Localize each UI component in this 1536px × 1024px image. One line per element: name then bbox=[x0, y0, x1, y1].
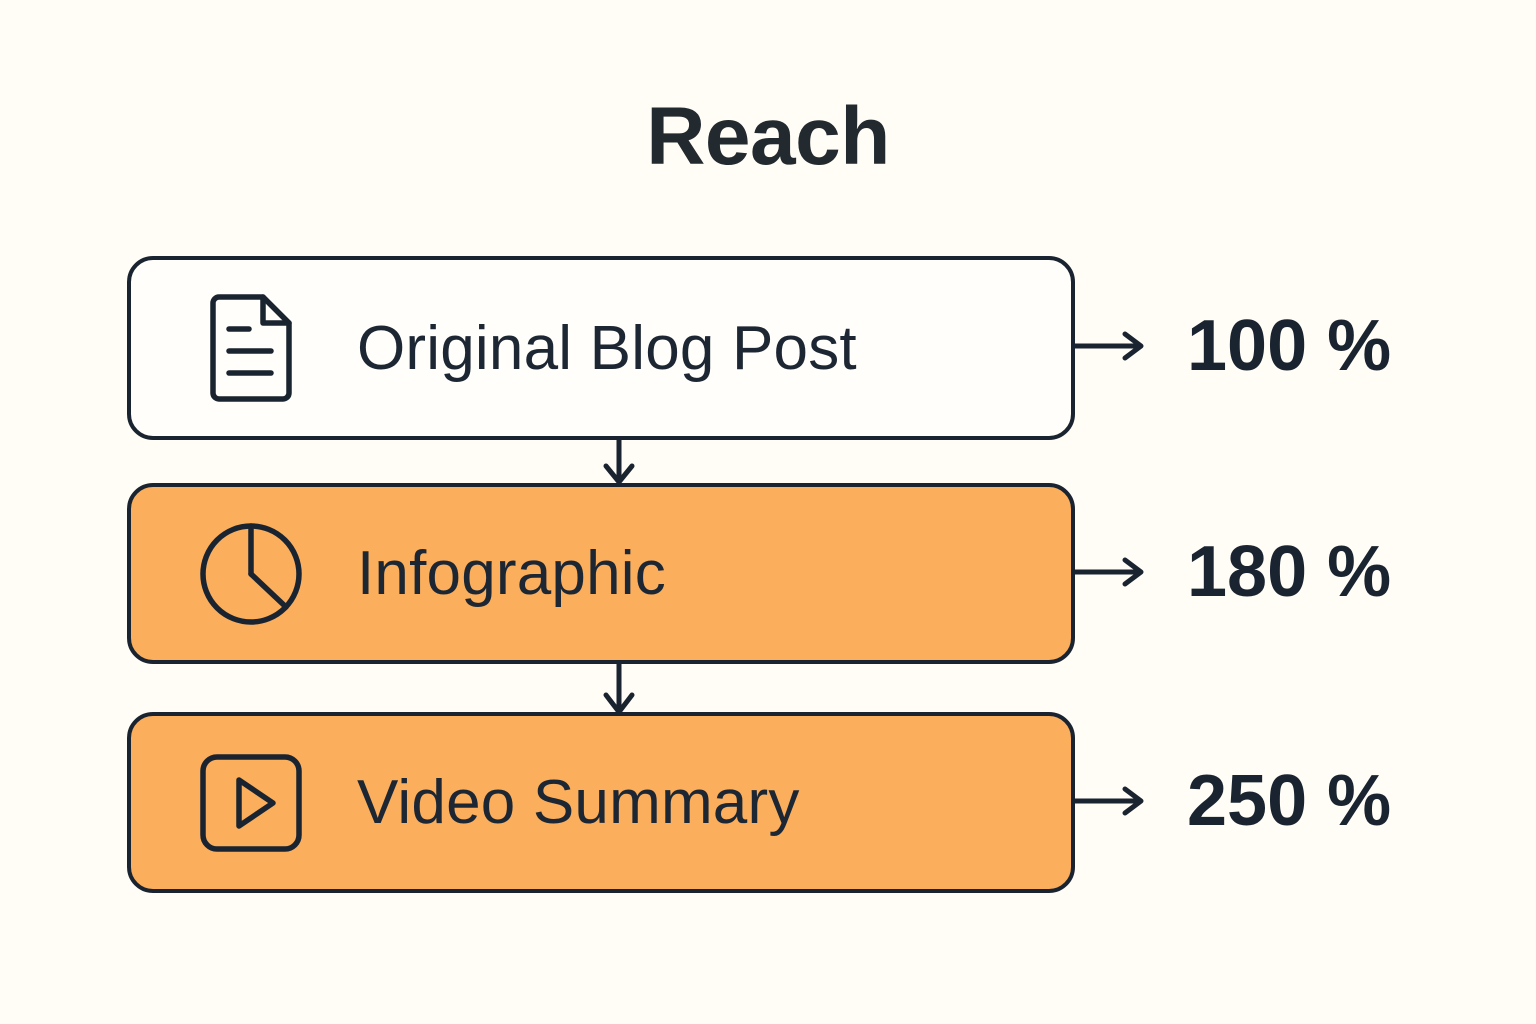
metric-value: 250 % bbox=[1187, 761, 1392, 841]
step-label: Video Summary bbox=[357, 768, 800, 837]
flow-step-video-summary[interactable]: Video Summary bbox=[127, 712, 1075, 893]
step-label: Infographic bbox=[357, 539, 666, 608]
arrow-right-icon bbox=[1072, 555, 1149, 594]
flow-step-original-blog-post[interactable]: Original Blog Post bbox=[127, 256, 1075, 440]
connector-infographic-to-video bbox=[601, 661, 637, 719]
step-box-original-blog-post[interactable]: Original Blog Post bbox=[127, 256, 1075, 440]
flow-step-infographic[interactable]: Infographic bbox=[127, 483, 1075, 664]
arrow-right-icon bbox=[1072, 329, 1149, 368]
pie-chart-icon bbox=[200, 518, 302, 630]
page-title: Reach bbox=[646, 91, 890, 182]
step-label: Original Blog Post bbox=[357, 313, 857, 383]
step-box-video-summary[interactable]: Video Summary bbox=[127, 712, 1075, 893]
connector-blog-to-infographic bbox=[601, 437, 637, 489]
metric-value: 180 % bbox=[1187, 532, 1392, 612]
arrow-right-icon bbox=[1072, 784, 1149, 823]
metric-value: 100 % bbox=[1187, 306, 1392, 386]
video-play-icon bbox=[200, 747, 302, 859]
step-box-infographic[interactable]: Infographic bbox=[127, 483, 1075, 664]
document-icon bbox=[203, 292, 299, 404]
